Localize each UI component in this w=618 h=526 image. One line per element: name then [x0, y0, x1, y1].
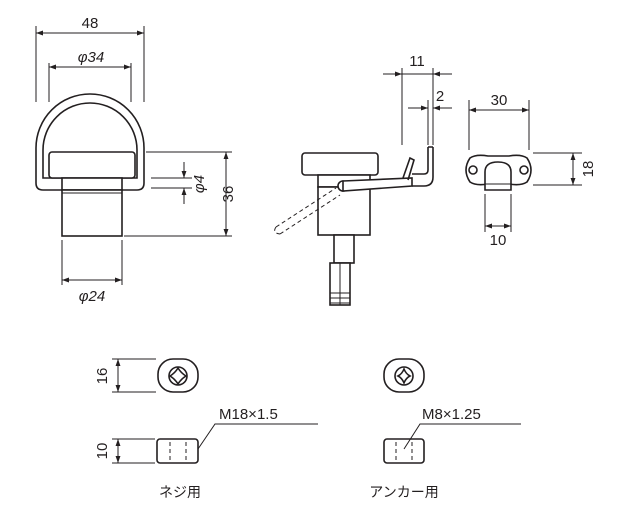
caption-anchor: アンカー用 [369, 485, 438, 501]
bracket-hole-right [519, 165, 529, 175]
ring-phantom [274, 187, 341, 235]
nut-anchor-side [383, 438, 425, 464]
dim-16-label: 16 [94, 368, 111, 385]
nut-screw-side [156, 438, 199, 464]
dim-phi34-label: φ34 [78, 49, 104, 66]
dim-36-label: 36 [220, 186, 237, 203]
front-collar [61, 177, 123, 191]
nut-screw-tri-lobe [168, 366, 188, 386]
nut-anchor-tri-lobe [396, 366, 412, 386]
dim-11-label: 11 [409, 53, 425, 70]
thread-label-m18: M18×1.5 [219, 406, 278, 423]
dim-30-label: 30 [491, 92, 508, 109]
front-cap [48, 151, 136, 179]
nut-screw: 16 10 M18×1.5 ネジ用 [94, 358, 318, 501]
thread-label-m8: M8×1.25 [422, 406, 481, 423]
caption-screw: ネジ用 [159, 485, 201, 501]
side-cap [301, 152, 379, 176]
side-hook [412, 146, 434, 187]
side-view: 11 2 [274, 53, 452, 306]
thread-leader-m18 [197, 423, 318, 450]
dim-2-label: 2 [436, 88, 444, 105]
bracket-loop [484, 161, 512, 191]
front-view: 48 φ34 φ4 36 φ24 [35, 15, 237, 305]
nut-anchor: M8×1.25 アンカー用 [369, 358, 521, 501]
bracket-hole-left [468, 165, 478, 175]
dim-phi24-label: φ24 [79, 288, 105, 305]
dim-48-label: 48 [82, 15, 99, 32]
dim-18-label: 18 [580, 161, 597, 178]
dim-phi4-label: φ4 [191, 175, 208, 193]
thread-leader-m8 [403, 423, 521, 450]
side-stud [333, 234, 355, 264]
dim-10-nut-label: 10 [94, 443, 111, 460]
ring-flat [342, 177, 413, 192]
front-body [61, 189, 123, 237]
bracket-view: 30 18 10 [465, 92, 597, 249]
dim-10-bracket-label: 10 [490, 232, 507, 249]
